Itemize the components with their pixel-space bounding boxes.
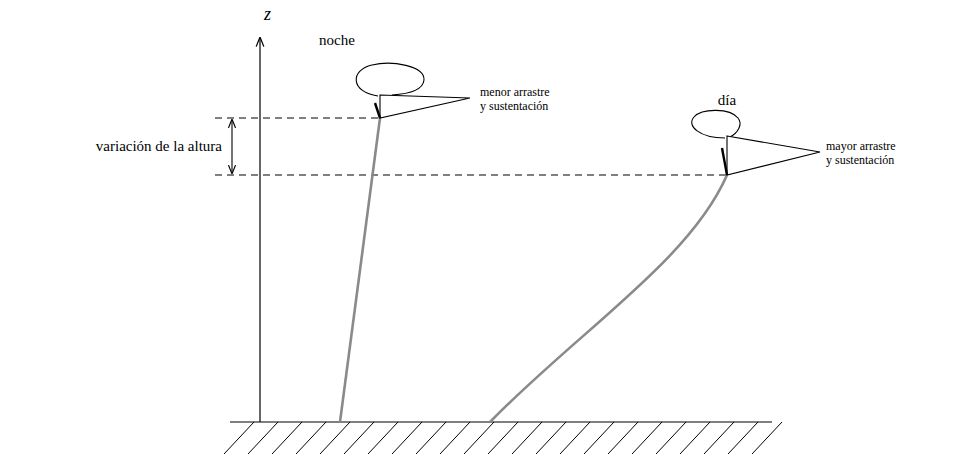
state-label: día	[718, 92, 736, 109]
day-height-line	[215, 175, 727, 176]
night-kite	[356, 63, 470, 118]
night-tether	[340, 118, 380, 422]
ground-hatching	[224, 422, 782, 454]
state-label: noche	[319, 32, 355, 49]
force-note: menor arrastre y sustentación	[480, 86, 555, 114]
ground-line	[230, 421, 772, 422]
day-kite	[692, 110, 820, 175]
day-tether	[490, 175, 727, 422]
axis-label: z	[264, 4, 271, 25]
z-axis	[259, 38, 260, 422]
night-height-line	[215, 118, 380, 119]
force-note: mayor arrastre y sustentación	[826, 140, 901, 168]
height-variation-arrow	[231, 120, 232, 173]
dimension-label: variación de la altura	[96, 138, 222, 155]
